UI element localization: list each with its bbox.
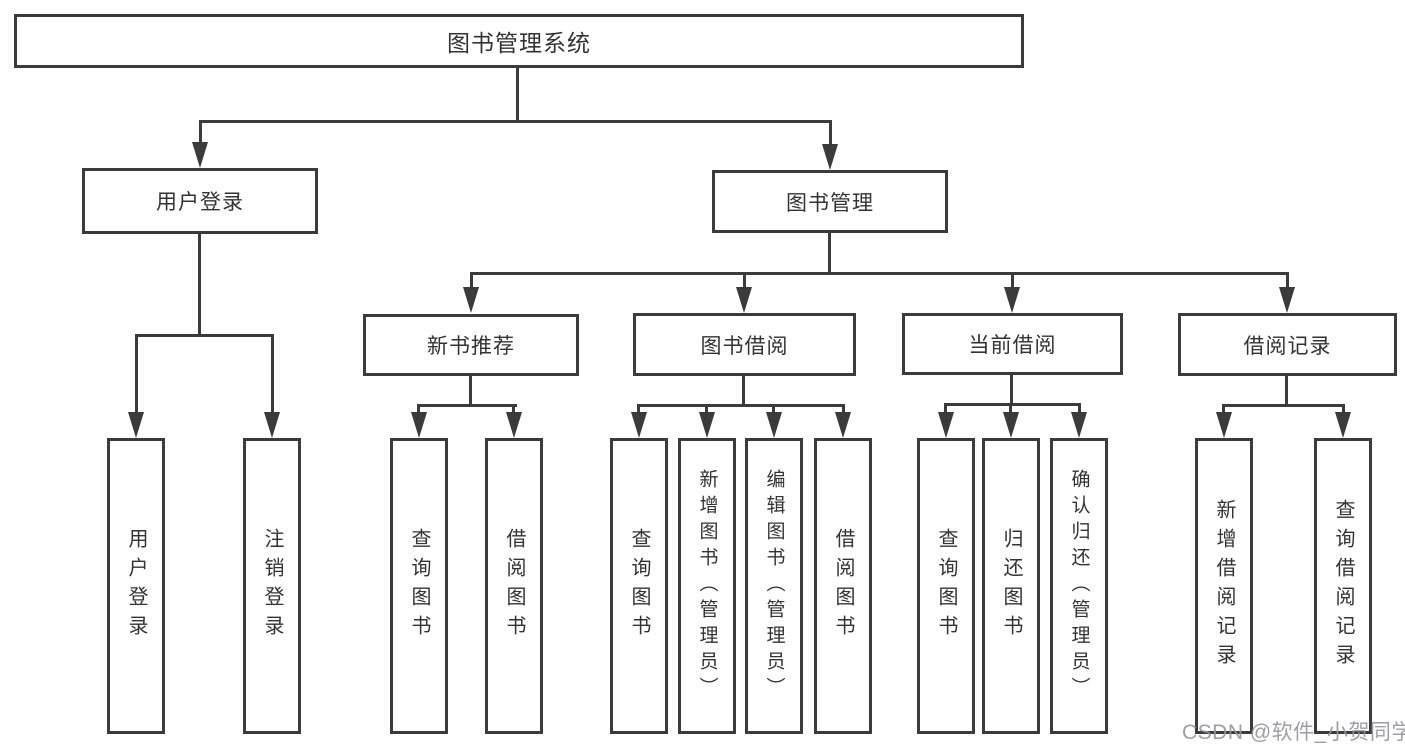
leaf-borrow-books-1: 借阅图书 <box>485 438 543 734</box>
node-label: 借阅图书 <box>832 528 854 644</box>
connector-current-borrow-drop-1 <box>944 403 947 413</box>
arrow-down-icon <box>1004 287 1020 313</box>
arrow-down-icon <box>463 287 479 313</box>
arrow-down-icon <box>264 412 280 438</box>
connector-current-borrow-drop-3 <box>1078 403 1081 413</box>
arrow-down-icon <box>411 412 427 438</box>
leaf-borrow-books-2: 借阅图书 <box>814 438 872 734</box>
connector-root-drop-left <box>199 120 202 144</box>
node-label: 注销登录 <box>261 528 283 644</box>
leaf-edit-books-admin: 编辑图书（管理员） <box>745 438 803 734</box>
connector-root-bar <box>199 120 832 123</box>
node-current-borrowing: 当前借阅 <box>902 313 1123 375</box>
connector-book-borrow-drop-3 <box>772 404 775 413</box>
node-label: 新增借阅记录 <box>1213 499 1235 673</box>
node-label: 图书管理系统 <box>447 30 591 56</box>
connector-book-mgmt-drop-1 <box>470 272 473 288</box>
connector-new-books-drop-2 <box>512 404 515 413</box>
arrow-down-icon <box>835 412 851 438</box>
node-label: 新增图书（管理员） <box>696 469 718 703</box>
leaf-return-books: 归还图书 <box>982 438 1040 734</box>
connector-book-borrow-stem <box>742 376 745 407</box>
node-label: 查询借阅记录 <box>1332 499 1354 673</box>
leaf-add-borrow-record: 新增借阅记录 <box>1195 438 1253 734</box>
arrow-down-icon <box>1279 287 1295 313</box>
node-label: 编辑图书（管理员） <box>763 469 785 703</box>
node-label: 用户登录 <box>156 191 244 214</box>
leaf-confirm-return-admin: 确认归还（管理员） <box>1050 438 1108 734</box>
connector-book-mgmt-bar <box>470 272 1289 275</box>
connector-new-books-stem <box>469 376 472 407</box>
arrow-down-icon <box>1071 412 1087 438</box>
arrow-down-icon <box>1003 412 1019 438</box>
arrow-down-icon <box>822 144 838 170</box>
connector-book-borrow-drop-1 <box>637 404 640 413</box>
arrow-down-icon <box>1216 412 1232 438</box>
connector-book-mgmt-drop-2 <box>743 272 746 288</box>
arrow-down-icon <box>766 412 782 438</box>
arrow-down-icon <box>192 142 208 168</box>
node-label: 当前借阅 <box>968 334 1057 357</box>
node-label: 新书推荐 <box>427 335 515 358</box>
connector-root-drop-right <box>829 120 832 146</box>
node-label: 查询图书 <box>935 528 957 644</box>
arrow-down-icon <box>128 412 144 438</box>
csdn-watermark: CSDN @软件_小贺同学 <box>1182 721 1405 744</box>
arrow-down-icon <box>631 412 647 438</box>
connector-book-borrow-drop-2 <box>705 404 708 413</box>
connector-user-login-drop-1 <box>135 334 138 412</box>
arrow-down-icon <box>736 287 752 313</box>
arrow-down-icon <box>506 412 522 438</box>
node-book-management: 图书管理 <box>712 170 948 233</box>
connector-current-borrow-bar <box>944 403 1081 406</box>
node-label: 图书借阅 <box>700 334 789 358</box>
node-borrowing-records: 借阅记录 <box>1178 313 1397 376</box>
leaf-add-books-admin: 新增图书（管理员） <box>678 438 736 734</box>
connector-borrow-records-drop-1 <box>1222 404 1225 413</box>
arrow-down-icon <box>699 412 715 438</box>
arrow-down-icon <box>938 412 954 438</box>
node-label: 归还图书 <box>1000 528 1022 644</box>
leaf-logout: 注销登录 <box>243 438 301 734</box>
leaf-user-login: 用户登录 <box>107 438 165 734</box>
leaf-query-borrow-record: 查询借阅记录 <box>1314 438 1372 734</box>
connector-current-borrow-stem <box>1010 375 1013 406</box>
connector-root-stem <box>516 68 519 121</box>
connector-book-mgmt-stem <box>828 233 831 275</box>
connector-borrow-records-stem <box>1285 376 1288 407</box>
connector-user-login-drop-2 <box>271 334 274 412</box>
arrow-down-icon <box>1335 412 1351 438</box>
node-new-book-recommend: 新书推荐 <box>363 314 579 376</box>
node-user-login: 用户登录 <box>82 168 318 234</box>
connector-borrow-records-drop-2 <box>1342 404 1345 413</box>
node-label: 图书管理 <box>786 191 874 215</box>
leaf-query-books-3: 查询图书 <box>917 438 975 734</box>
node-label: 查询图书 <box>408 528 430 644</box>
connector-current-borrow-drop-2 <box>1009 403 1012 413</box>
node-book-borrowing: 图书借阅 <box>633 313 856 376</box>
node-label: 借阅图书 <box>503 528 525 644</box>
leaf-query-books-1: 查询图书 <box>390 438 448 734</box>
node-label: 确认归还（管理员） <box>1068 469 1090 703</box>
leaf-query-books-2: 查询图书 <box>610 438 668 734</box>
node-book-management-system: 图书管理系统 <box>14 14 1024 68</box>
node-label: 查询图书 <box>628 528 650 644</box>
connector-borrow-records-bar <box>1222 404 1345 407</box>
connector-new-books-drop-1 <box>417 404 420 413</box>
connector-new-books-bar <box>417 404 517 407</box>
connector-user-login-bar <box>135 334 274 337</box>
connector-book-borrow-bar <box>637 404 845 407</box>
node-label: 借阅记录 <box>1243 334 1332 358</box>
connector-book-mgmt-drop-4 <box>1286 272 1289 288</box>
connector-book-borrow-drop-4 <box>842 404 845 413</box>
connector-user-login-stem <box>198 234 201 337</box>
node-label: 用户登录 <box>125 528 147 644</box>
connector-book-mgmt-drop-3 <box>1011 272 1014 288</box>
